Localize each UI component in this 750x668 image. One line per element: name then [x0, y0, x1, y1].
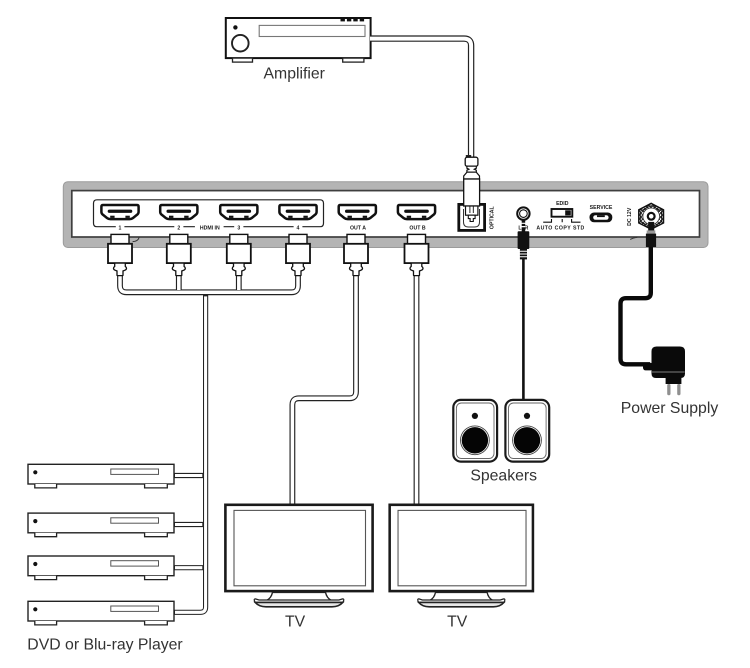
svg-text:Speakers: Speakers: [470, 468, 537, 485]
svg-text:2: 2: [177, 225, 180, 231]
svg-text:DVD or Blu-ray Player: DVD or Blu-ray Player: [27, 637, 182, 654]
svg-text:Power Supply: Power Supply: [621, 400, 719, 417]
svg-text:1: 1: [119, 225, 122, 231]
svg-text:EDID: EDID: [556, 201, 569, 207]
svg-text:SERVICE: SERVICE: [590, 205, 613, 211]
svg-text:OUT B: OUT B: [409, 225, 425, 231]
svg-text:OUT A: OUT A: [350, 225, 366, 231]
svg-text:TV: TV: [447, 614, 468, 631]
svg-text:OPTICAL: OPTICAL: [490, 205, 496, 229]
svg-text:DC 12V: DC 12V: [627, 207, 633, 226]
svg-text:3: 3: [237, 225, 240, 231]
svg-text:AUTO COPY STD: AUTO COPY STD: [536, 226, 584, 232]
svg-text:HDMI IN: HDMI IN: [200, 225, 220, 231]
svg-text:4: 4: [297, 225, 300, 231]
svg-text:TV: TV: [285, 614, 306, 631]
svg-text:Amplifier: Amplifier: [264, 65, 325, 82]
